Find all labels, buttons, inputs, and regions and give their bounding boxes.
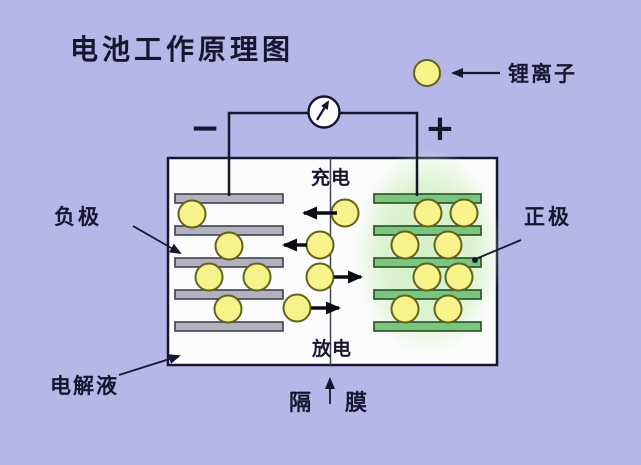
lithium-ion — [412, 262, 442, 292]
legend: 锂离子 — [413, 59, 577, 87]
lithium-ion — [242, 262, 272, 292]
lithium-ion — [282, 293, 312, 323]
lithium-ion — [390, 294, 420, 324]
ion-flow-arrows — [282, 206, 363, 315]
lithium-ion — [413, 198, 443, 228]
charge-label: 充电 — [311, 166, 351, 189]
electrode-bar — [373, 321, 482, 332]
legend-lithium-ion-icon — [413, 59, 441, 87]
lithium-ion — [305, 262, 335, 292]
meter-dial — [307, 95, 341, 129]
positive-electrode-label: 正极 — [524, 205, 572, 229]
diagram-title: 电池工作原理图 — [70, 34, 294, 66]
positive-terminal-sign: + — [425, 108, 455, 149]
positive-electrode-pointer-icon — [477, 239, 522, 259]
electrolyte-pointer-icon — [118, 354, 181, 376]
discharge-label: 放电 — [311, 337, 352, 360]
lithium-ion — [213, 294, 243, 324]
legend-label: 锂离子 — [508, 62, 577, 86]
lithium-ion — [305, 230, 335, 260]
lithium-ion — [433, 294, 463, 324]
current-meter-icon — [307, 95, 341, 129]
meter-needle — [316, 100, 330, 121]
lithium-ion — [214, 231, 244, 261]
negative-electrode-pointer-icon — [132, 225, 182, 254]
lithium-ion — [444, 262, 474, 292]
positive-electrode-pointer-dot — [472, 257, 478, 263]
lithium-ion — [449, 198, 479, 228]
callout-pointers — [118, 225, 522, 404]
separator-label: 隔膜 — [289, 390, 401, 415]
electrolyte-label: 电解液 — [50, 374, 119, 398]
lithium-ion — [177, 199, 207, 229]
lithium-ion — [433, 230, 463, 260]
negative-terminal-sign: − — [190, 108, 220, 149]
lithium-ions — [177, 198, 479, 324]
lithium-ion — [194, 262, 224, 292]
negative-electrode-label: 负极 — [54, 205, 102, 229]
lithium-ion — [390, 230, 420, 260]
